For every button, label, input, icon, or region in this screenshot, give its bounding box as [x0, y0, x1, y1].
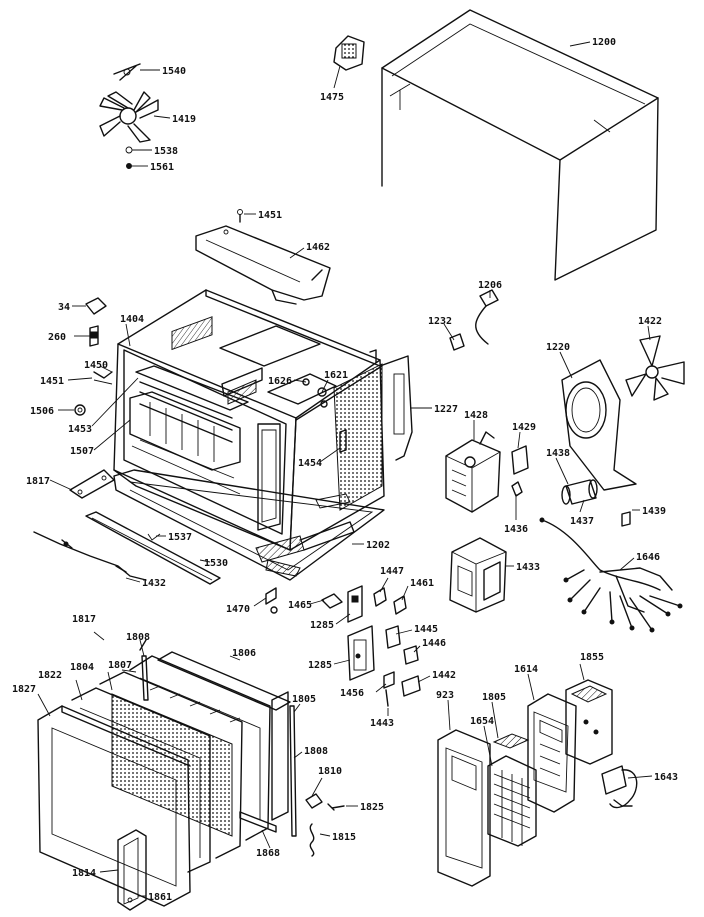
label-1654: 1654 — [470, 716, 494, 727]
interlock-switches — [321, 585, 421, 707]
label-1538: 1538 — [154, 146, 178, 157]
label-1446: 1446 — [422, 638, 446, 649]
label-1437: 1437 — [570, 516, 594, 527]
label-1808-top: 1808 — [126, 632, 150, 643]
label-1805-panel: 1805 — [482, 692, 506, 703]
side-panel — [369, 349, 413, 461]
air-duct — [195, 225, 331, 305]
label-1202: 1202 — [366, 540, 390, 551]
label-1470: 1470 — [226, 604, 250, 615]
label-1561: 1561 — [150, 162, 174, 173]
label-1621: 1621 — [324, 370, 348, 381]
label-1456: 1456 — [340, 688, 364, 699]
label-1404: 1404 — [120, 314, 144, 325]
label-1507: 1507 — [70, 446, 94, 457]
fan-shroud — [561, 359, 637, 491]
label-1454: 1454 — [298, 458, 322, 469]
label-1200: 1200 — [592, 37, 616, 48]
label-1433: 1433 — [516, 562, 540, 573]
label-1232: 1232 — [428, 316, 452, 327]
outer-case — [381, 9, 659, 281]
base-plate — [113, 469, 385, 581]
label-1805-door: 1805 — [292, 694, 316, 705]
bracket-part — [333, 35, 365, 71]
label-1465: 1465 — [288, 600, 312, 611]
leader-lines — [37, 41, 653, 897]
label-1462: 1462 — [306, 242, 330, 253]
label-1822: 1822 — [38, 670, 62, 681]
label-1806: 1806 — [232, 648, 256, 659]
label-1810: 1810 — [318, 766, 342, 777]
label-923: 923 — [436, 690, 454, 701]
power-cord-part — [449, 289, 499, 351]
label-1817-door: 1817 — [72, 614, 96, 625]
transformer — [449, 537, 507, 613]
label-1206: 1206 — [478, 280, 502, 291]
label-1447: 1447 — [380, 566, 404, 577]
label-1540: 1540 — [162, 66, 186, 77]
label-1506: 1506 — [30, 406, 54, 417]
label-1438: 1438 — [546, 448, 570, 459]
label-1626: 1626 — [268, 376, 292, 387]
label-34: 34 — [58, 302, 70, 313]
label-1643: 1643 — [654, 772, 678, 783]
label-1646: 1646 — [636, 552, 660, 563]
label-1827: 1827 — [12, 684, 36, 695]
label-1815: 1815 — [332, 832, 356, 843]
screw-part — [237, 209, 243, 223]
label-1436: 1436 — [504, 524, 528, 535]
part-labels: 1200 1475 1540 1419 1538 1561 1451 1462 … — [12, 37, 678, 903]
wire-harness — [539, 517, 683, 633]
electrical-components — [511, 445, 631, 527]
label-1804: 1804 — [70, 662, 94, 673]
label-1439: 1439 — [642, 506, 666, 517]
label-1419: 1419 — [172, 114, 196, 125]
label-1817-top: 1817 — [26, 476, 50, 487]
magnetron — [445, 431, 501, 513]
label-1227: 1227 — [434, 404, 458, 415]
label-1451-top: 1451 — [258, 210, 282, 221]
label-1855: 1855 — [580, 652, 604, 663]
label-1443: 1443 — [370, 718, 394, 729]
label-1429: 1429 — [512, 422, 536, 433]
label-1530: 1530 — [204, 558, 228, 569]
oven-cavity — [113, 289, 385, 551]
door-assembly — [37, 639, 345, 911]
label-1461: 1461 — [410, 578, 434, 589]
label-1445: 1445 — [414, 624, 438, 635]
stirrer-fan-assembly — [99, 63, 159, 169]
label-1868: 1868 — [256, 848, 280, 859]
label-1422: 1422 — [638, 316, 662, 327]
label-1432: 1432 — [142, 578, 166, 589]
label-1220: 1220 — [546, 342, 570, 353]
label-1453: 1453 — [68, 424, 92, 435]
label-1614: 1614 — [514, 664, 538, 675]
label-1537: 1537 — [168, 532, 192, 543]
label-1451-left: 1451 — [40, 376, 64, 387]
label-1861: 1861 — [148, 892, 172, 903]
label-1285-upper: 1285 — [310, 620, 334, 631]
label-1450: 1450 — [84, 360, 108, 371]
control-panel-parts — [437, 679, 638, 887]
label-1814: 1814 — [72, 868, 96, 879]
label-1808-mid: 1808 — [304, 746, 328, 757]
label-1442: 1442 — [432, 670, 456, 681]
cooling-fan — [625, 335, 685, 401]
left-small-parts — [74, 297, 113, 416]
lower-left-parts — [33, 469, 221, 585]
label-1428: 1428 — [464, 410, 488, 421]
label-1807: 1807 — [108, 660, 132, 671]
label-1475: 1475 — [320, 92, 344, 103]
foot-part — [265, 587, 278, 614]
label-1285-lower: 1285 — [308, 660, 332, 671]
label-260: 260 — [48, 332, 66, 343]
label-1825: 1825 — [360, 802, 384, 813]
